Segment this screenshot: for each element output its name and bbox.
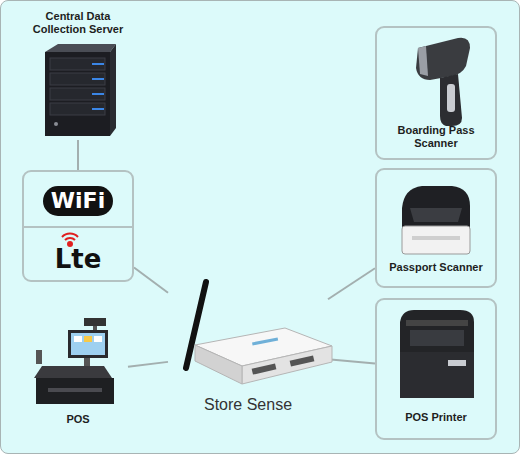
network-box: WiFiLte: [22, 170, 134, 282]
connector-line: [77, 140, 79, 170]
connector-line: [134, 268, 168, 293]
node-label: Store Sense: [168, 396, 328, 414]
node-label: POS Printer: [377, 411, 495, 424]
hub-node: Store Sense: [168, 280, 328, 424]
connector-line: [328, 268, 375, 299]
node-label: Passport Scanner: [377, 261, 495, 274]
device-box: Passport Scanner: [375, 168, 497, 288]
server-icon: [45, 44, 116, 136]
receipt-printer-icon: [400, 310, 474, 398]
passport-scanner-icon: [402, 186, 470, 254]
divider-line: [23, 226, 133, 228]
node-label: POS: [28, 413, 128, 426]
device-box: POS Printer: [375, 298, 497, 440]
pos-node: POS: [28, 312, 128, 434]
node-label: WiFi: [43, 186, 113, 216]
node-label: Lte: [24, 244, 132, 274]
server-node: Central Data Collection Server: [18, 8, 138, 140]
device-box: Boarding Pass Scanner: [375, 26, 497, 160]
store-sense-device-icon: [186, 282, 332, 384]
connector-line: [128, 362, 168, 367]
connector-line: [328, 359, 375, 363]
handheld-scanner-icon: [416, 38, 470, 126]
node-label: Central Data Collection Server: [18, 10, 138, 36]
node-label: Boarding Pass Scanner: [377, 124, 495, 150]
pos-terminal-icon: [34, 318, 114, 404]
